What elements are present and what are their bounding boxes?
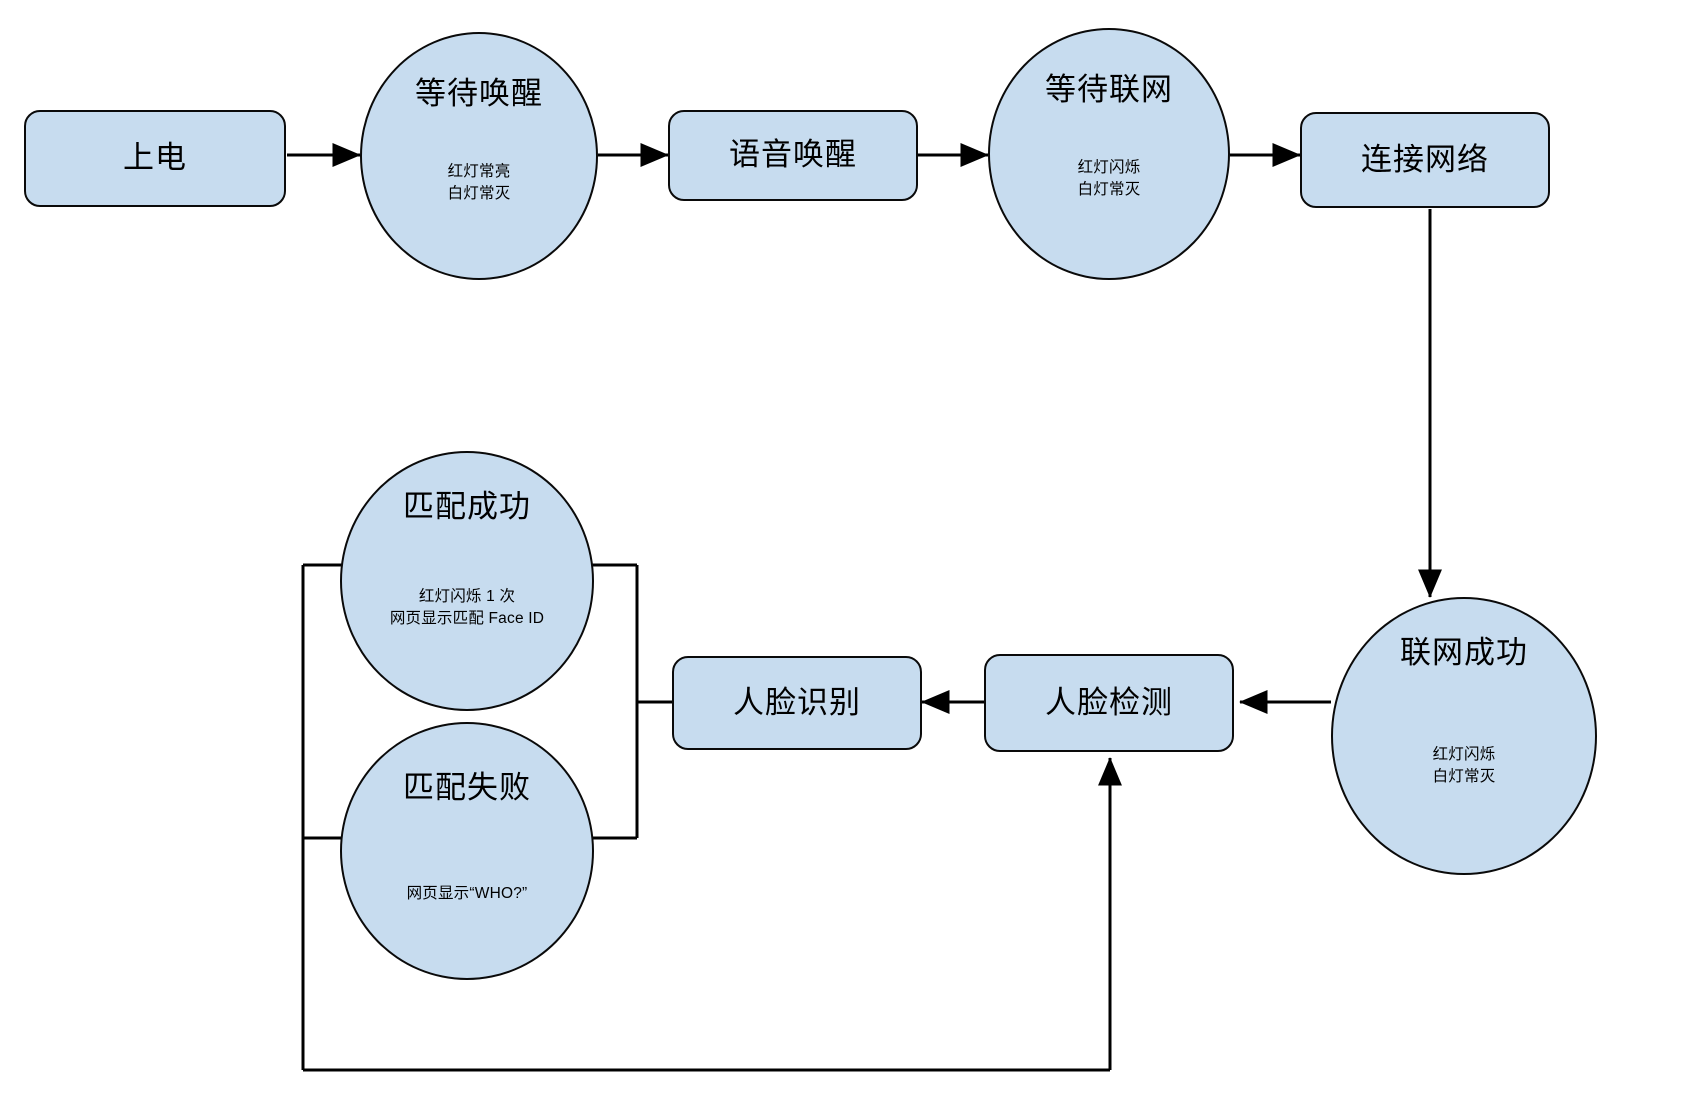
node-voice-wake-title: 语音唤醒 (729, 137, 857, 173)
node-wait-wake[interactable]: 等待唤醒 红灯常亮 白灯常灭 (360, 32, 598, 280)
node-connect-network[interactable]: 连接网络 (1300, 112, 1550, 208)
node-face-detect-title: 人脸检测 (1045, 684, 1173, 720)
node-wait-network-title: 等待联网 (1045, 72, 1173, 107)
node-network-success-sub: 红灯闪烁 白灯常灭 (1432, 745, 1496, 786)
node-connect-network-title: 连接网络 (1361, 141, 1489, 177)
node-face-recognize[interactable]: 人脸识别 (672, 656, 922, 750)
node-power-on[interactable]: 上电 (24, 110, 286, 207)
node-match-fail-sub: 网页显示“WHO?” (406, 884, 528, 902)
node-match-success-sub: 红灯闪烁 1 次 网页显示匹配 Face ID (389, 587, 545, 628)
node-face-detect[interactable]: 人脸检测 (984, 654, 1234, 752)
node-voice-wake[interactable]: 语音唤醒 (668, 110, 918, 201)
node-face-recognize-title: 人脸识别 (733, 684, 861, 720)
node-match-success-title: 匹配成功 (403, 489, 531, 524)
node-match-fail-title: 匹配失败 (403, 770, 531, 805)
node-match-fail[interactable]: 匹配失败 网页显示“WHO?” (340, 722, 594, 980)
node-wait-network-sub: 红灯闪烁 白灯常灭 (1077, 158, 1141, 199)
node-wait-wake-title: 等待唤醒 (415, 76, 543, 111)
node-wait-network[interactable]: 等待联网 红灯闪烁 白灯常灭 (988, 28, 1230, 280)
node-wait-wake-sub: 红灯常亮 白灯常灭 (447, 162, 511, 203)
node-power-on-title: 上电 (123, 140, 187, 176)
node-network-success-title: 联网成功 (1400, 635, 1528, 670)
node-network-success[interactable]: 联网成功 红灯闪烁 白灯常灭 (1331, 597, 1597, 875)
node-match-success[interactable]: 匹配成功 红灯闪烁 1 次 网页显示匹配 Face ID (340, 451, 594, 711)
